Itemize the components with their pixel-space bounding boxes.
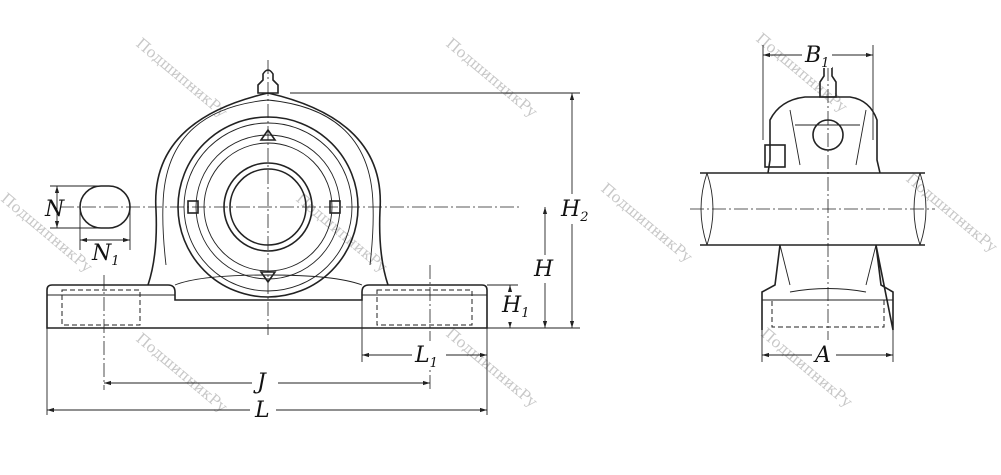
watermark: ПодшипникРу bbox=[442, 34, 541, 121]
label-N1: N1 bbox=[91, 241, 120, 269]
front-labels: N N1 H2 H H1 L1 J L bbox=[44, 197, 588, 423]
side-labels: B1 A bbox=[804, 43, 831, 368]
label-N: N bbox=[44, 197, 65, 222]
watermark: ПодшипникРу bbox=[292, 189, 391, 276]
label-L1: L1 bbox=[414, 343, 438, 371]
label-B1: B1 bbox=[804, 43, 829, 71]
label-J: J bbox=[253, 370, 267, 395]
label-A: A bbox=[813, 343, 831, 368]
side-view bbox=[690, 45, 935, 340]
watermark: ПодшипникРу bbox=[597, 179, 696, 266]
front-dimensions bbox=[46, 92, 594, 422]
label-L: L bbox=[254, 398, 270, 423]
label-H2: H2 bbox=[560, 197, 588, 225]
label-H: H bbox=[533, 257, 554, 282]
watermark: ПодшипникРу bbox=[757, 324, 856, 411]
watermark: ПодшипникРу bbox=[132, 34, 231, 121]
watermark: ПодшипникРу bbox=[752, 29, 851, 116]
front-view bbox=[46, 60, 520, 390]
side-dimensions bbox=[761, 40, 894, 368]
watermark: ПодшипникРу bbox=[442, 324, 541, 411]
watermarks: ПодшипникРу ПодшипникРу ПодшипникРу Подш… bbox=[0, 29, 1001, 416]
label-H1: H1 bbox=[501, 293, 529, 321]
watermark: ПодшипникРу bbox=[132, 329, 231, 416]
